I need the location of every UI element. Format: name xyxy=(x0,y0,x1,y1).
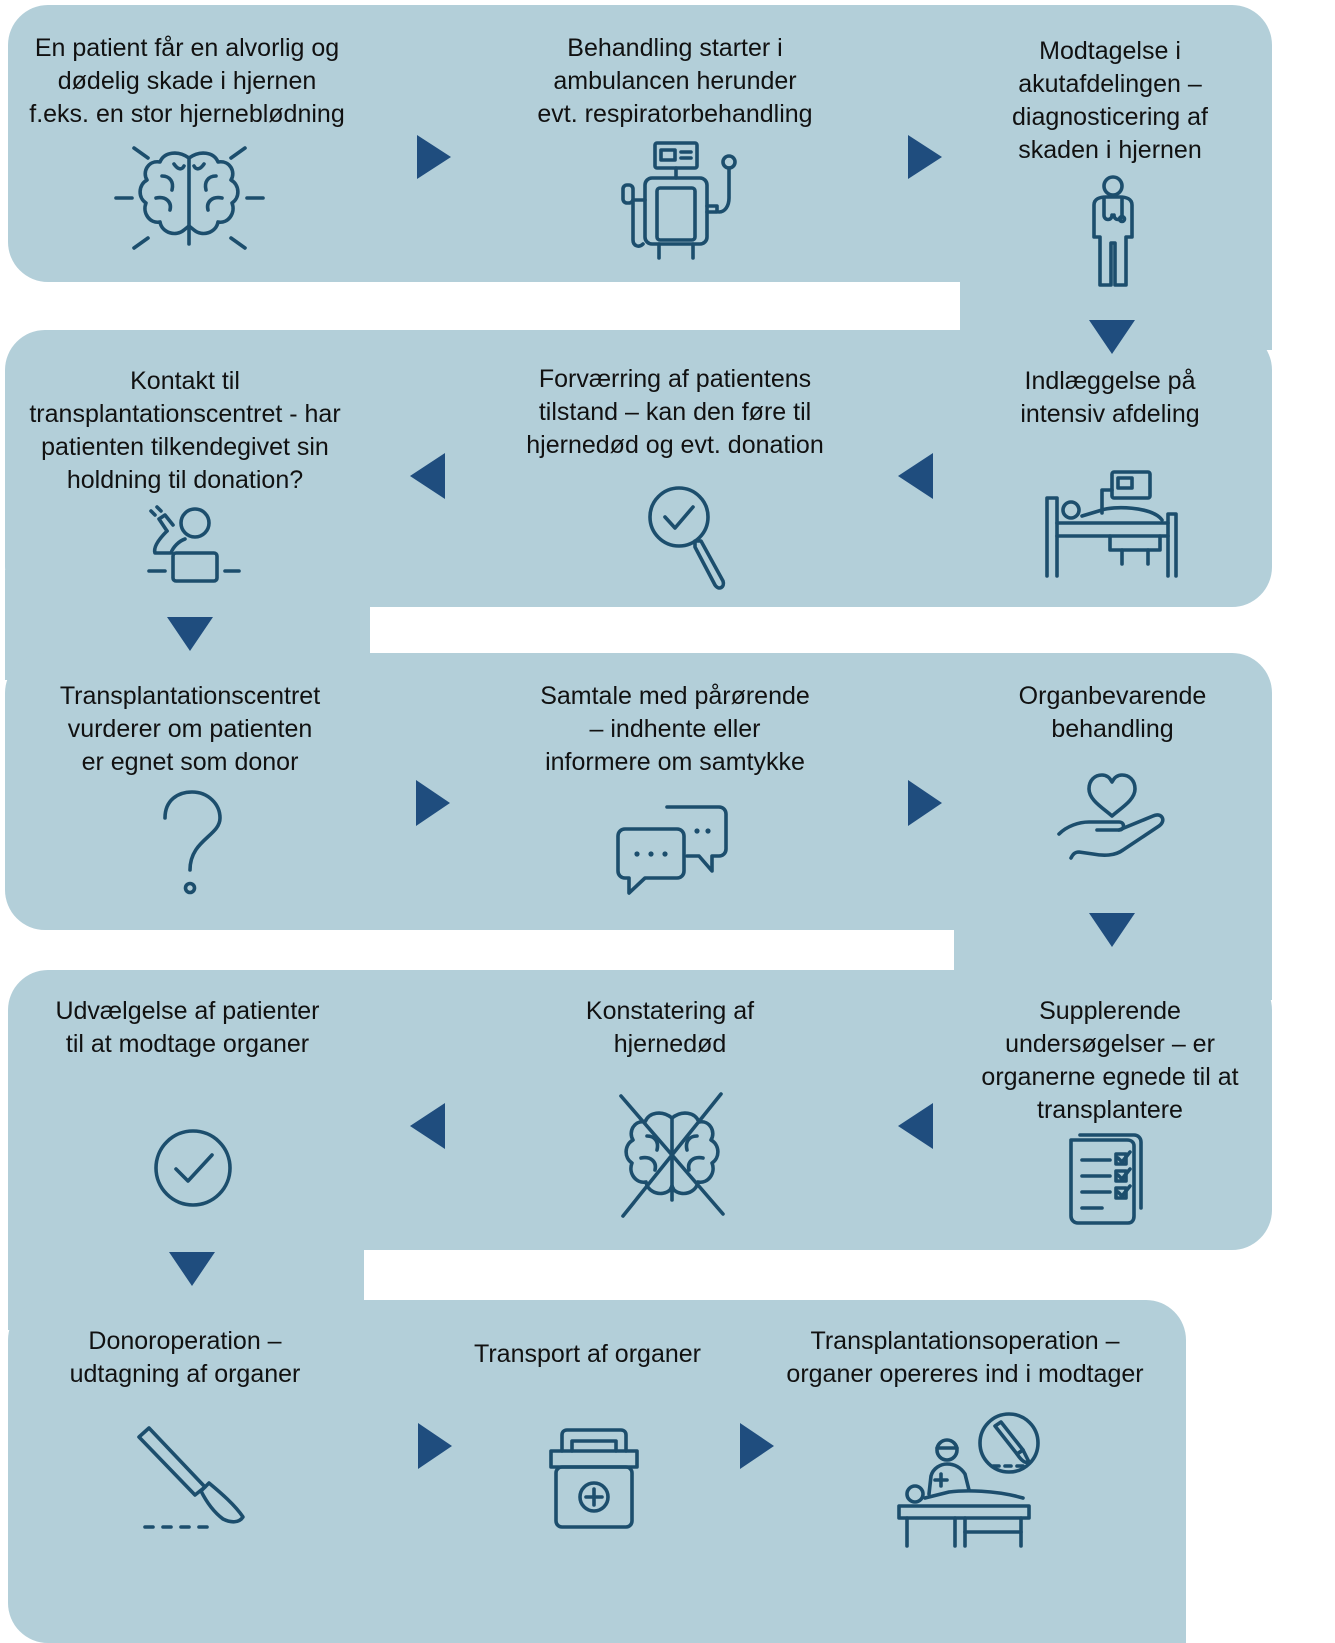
step-7-text: Transplantationscentret vurderer om pati… xyxy=(59,682,321,776)
arrow-right-8-9 xyxy=(908,780,942,826)
step-6-text: Kontakt til transplantationscentret - ha… xyxy=(29,367,341,494)
chat-bubbles-icon xyxy=(615,803,730,898)
question-mark-icon xyxy=(160,790,225,898)
step-4-text: Indlæggelse på intensiv afdeling xyxy=(1020,367,1200,428)
check-circle-icon xyxy=(152,1127,234,1209)
step-9-text: Organbevarende behandling xyxy=(1018,682,1207,743)
magnifier-check-icon xyxy=(645,485,730,593)
arrow-right-1-2 xyxy=(417,135,451,179)
arrow-down-9-10 xyxy=(1089,913,1135,947)
arrow-down-3-4 xyxy=(1089,320,1135,354)
step-1-text: En patient får en alvorlig og dødelig sk… xyxy=(29,34,345,128)
surgery-icon xyxy=(895,1410,1045,1550)
doctor-icon xyxy=(1088,175,1138,290)
step-5-text: Forværring af patientens tilstand – kan … xyxy=(526,365,824,459)
arrow-left-5-6 xyxy=(410,453,445,499)
medical-cooler-icon xyxy=(548,1427,640,1532)
scalpel-icon xyxy=(135,1425,250,1533)
heart-hand-icon xyxy=(1055,772,1170,864)
phone-call-icon xyxy=(145,505,243,589)
arrow-left-4-5 xyxy=(898,453,933,499)
step-2-text: Behandling starter i ambulancen herunder… xyxy=(537,34,813,128)
step-14-text: Transport af organer xyxy=(474,1340,701,1368)
flow-band-row-5 xyxy=(8,1300,1186,1643)
arrow-right-13-14 xyxy=(418,1423,452,1469)
step-3-text: Modtagelse i akutafdelingen – diagnostic… xyxy=(1012,37,1208,164)
hospital-bed-icon xyxy=(1042,468,1182,580)
step-11-text: Konstatering af hjernedød xyxy=(585,997,755,1058)
step-13-text: Donoroperation – udtagning af organer xyxy=(69,1327,301,1388)
flow-band-row-1 xyxy=(8,5,1272,282)
arrow-left-11-12 xyxy=(410,1103,445,1149)
arrow-down-6-7 xyxy=(167,617,213,651)
brain-icon xyxy=(112,140,267,255)
arrow-down-12-13 xyxy=(169,1252,215,1286)
checklist-icon xyxy=(1068,1132,1148,1227)
arrow-right-14-15 xyxy=(740,1423,774,1469)
step-10-text: Supplerende undersøgelser – er organerne… xyxy=(981,997,1239,1124)
arrow-right-7-8 xyxy=(416,780,450,826)
step-8-text: Samtale med pårørende – indhente eller i… xyxy=(540,682,810,776)
arrow-left-10-11 xyxy=(898,1103,933,1149)
brain-crossed-icon xyxy=(615,1090,730,1220)
flow-band-row-4 xyxy=(8,970,1272,1250)
step-12-text: Udvælgelse af patienter til at modtage o… xyxy=(55,997,320,1058)
arrow-right-2-3 xyxy=(908,135,942,179)
ventilator-icon xyxy=(615,140,740,262)
step-15-text: Transplantationsoperation – organer oper… xyxy=(786,1327,1144,1388)
